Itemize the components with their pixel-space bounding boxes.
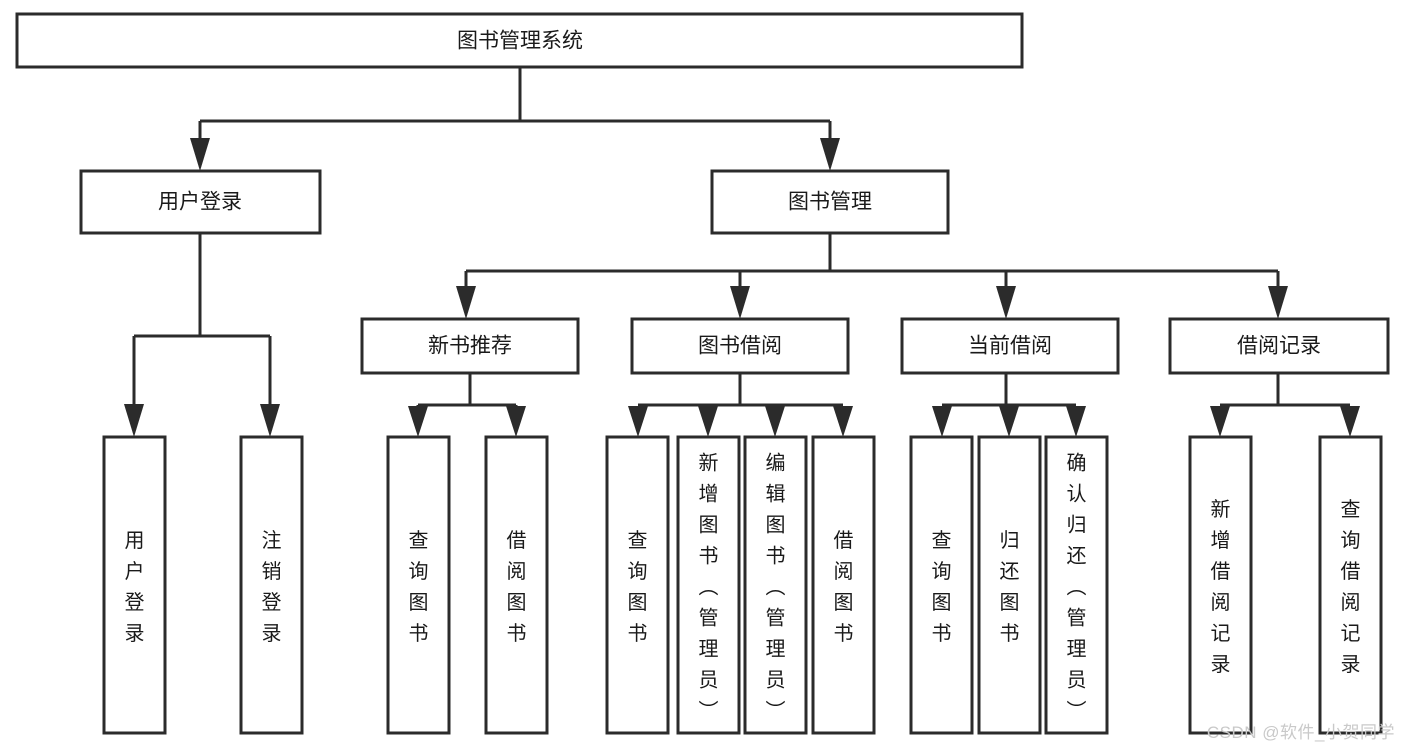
arrow-head-borrow-record bbox=[1268, 286, 1288, 319]
leaf-query-book-3-box[interactable] bbox=[909, 435, 974, 735]
node-current-borrow[interactable]: 当前借阅 bbox=[900, 317, 1120, 375]
node-new-book-rec-label: 新书推荐 bbox=[428, 335, 512, 358]
arrow-head-leaf-edit-book bbox=[765, 406, 785, 437]
leaf-borrow-book-2-box[interactable] bbox=[811, 435, 876, 735]
leaf-query-record-label: 查询借阅记录 bbox=[1341, 498, 1361, 676]
arrow-head-leaf-user-login bbox=[124, 404, 144, 437]
arrow-head-current-borrow bbox=[996, 286, 1016, 319]
arrow-head-leaf-query-book-2 bbox=[628, 406, 648, 437]
leaf-borrow-book-1-box[interactable] bbox=[484, 435, 549, 735]
arrow-head-leaf-return-book bbox=[999, 406, 1019, 437]
node-book-manage-label: 图书管理 bbox=[788, 191, 872, 214]
leaf-query-book-1-box[interactable] bbox=[386, 435, 451, 735]
node-borrow-record-label: 借阅记录 bbox=[1237, 335, 1321, 358]
leaf-user-login-box[interactable] bbox=[102, 435, 167, 735]
arrow-head-leaf-add-record bbox=[1210, 406, 1230, 437]
arrow-head-leaf-query-record bbox=[1340, 406, 1360, 437]
leaf-add-record-box[interactable] bbox=[1188, 435, 1253, 735]
node-book-borrow-label: 图书借阅 bbox=[698, 335, 782, 358]
leaf-query-book-1-label: 查询图书 bbox=[409, 529, 429, 645]
leaf-return-book-label: 归还图书 bbox=[1000, 529, 1020, 645]
leaf-user-logout-box[interactable] bbox=[239, 435, 304, 735]
leaf-query-book-2-box[interactable] bbox=[605, 435, 670, 735]
leaf-confirm-return-box[interactable] bbox=[1044, 435, 1109, 735]
leaf-return-book[interactable] bbox=[977, 435, 1042, 735]
arrow-head-leaf-user-logout bbox=[260, 404, 280, 437]
leaf-add-record-label: 新增借阅记录 bbox=[1211, 498, 1231, 676]
arrow-head-leaf-query-book-3 bbox=[932, 406, 952, 437]
node-user-login[interactable]: 用户登录 bbox=[79, 169, 322, 235]
leaf-query-book-1[interactable] bbox=[386, 435, 451, 735]
arrow-head-user-login bbox=[190, 138, 210, 171]
arrow-head-book-borrow bbox=[730, 286, 750, 319]
arrow-head-leaf-add-book bbox=[698, 406, 718, 437]
leaf-borrow-book-1-label: 借阅图书 bbox=[507, 529, 527, 645]
leaf-user-login-label: 用户登录 bbox=[125, 530, 145, 645]
node-user-login-label: 用户登录 bbox=[158, 191, 242, 214]
arrow-head-new-book-rec bbox=[456, 286, 476, 319]
leaf-add-record[interactable] bbox=[1188, 435, 1253, 735]
node-borrow-record[interactable]: 借阅记录 bbox=[1168, 317, 1390, 375]
node-current-borrow-box[interactable] bbox=[900, 317, 1120, 375]
leaf-user-logout-label: 注销登录 bbox=[262, 529, 282, 645]
arrow-head-leaf-confirm-return bbox=[1066, 406, 1086, 437]
node-borrow-record-box[interactable] bbox=[1168, 317, 1390, 375]
leaf-add-book[interactable] bbox=[676, 435, 741, 735]
connector-layer bbox=[124, 68, 1360, 437]
node-root-label: 图书管理系统 bbox=[457, 30, 583, 53]
leaf-query-book-3[interactable] bbox=[909, 435, 974, 735]
arrow-head-leaf-borrow-book-1 bbox=[506, 406, 526, 437]
node-root-box[interactable] bbox=[15, 12, 1024, 69]
leaf-confirm-return-label: 确认归还︵管理员︶ bbox=[1067, 452, 1087, 723]
node-user-login-box[interactable] bbox=[79, 169, 322, 235]
arrow-head-book-manage bbox=[820, 138, 840, 171]
leaf-edit-book[interactable] bbox=[743, 435, 808, 735]
node-new-book-rec-box[interactable] bbox=[360, 317, 580, 375]
leaf-add-book-label: 新增图书︵管理员︶ bbox=[699, 452, 719, 723]
leaf-add-book-box[interactable] bbox=[676, 435, 741, 735]
node-new-book-rec[interactable]: 新书推荐 bbox=[360, 317, 580, 375]
leaf-query-record-box[interactable] bbox=[1318, 435, 1383, 735]
leaf-label-layer: 用户登录 注销登录 查询图书 借阅图书 查询图书 新增图书︵管理员︶ 编辑图书︵管理员︶ 借阅… bbox=[125, 452, 1361, 723]
leaf-borrow-book-2[interactable] bbox=[811, 435, 876, 735]
leaf-query-book-3-label: 查询图书 bbox=[932, 529, 952, 645]
node-book-borrow-box[interactable] bbox=[630, 317, 850, 375]
leaf-edit-book-label: 编辑图书︵管理员︶ bbox=[766, 452, 786, 723]
leaf-confirm-return[interactable] bbox=[1044, 435, 1109, 735]
node-book-manage-box[interactable] bbox=[710, 169, 950, 235]
leaf-query-record[interactable] bbox=[1318, 435, 1383, 735]
leaf-edit-book-box[interactable] bbox=[743, 435, 808, 735]
node-root[interactable]: 图书管理系统 bbox=[15, 12, 1024, 69]
leaf-borrow-book-1[interactable] bbox=[484, 435, 549, 735]
arrow-head-leaf-query-book-1 bbox=[408, 406, 428, 437]
node-current-borrow-label: 当前借阅 bbox=[968, 335, 1052, 358]
node-book-borrow[interactable]: 图书借阅 bbox=[630, 317, 850, 375]
leaf-borrow-book-2-label: 借阅图书 bbox=[834, 529, 854, 645]
arrow-head-leaf-borrow-book-2 bbox=[833, 406, 853, 437]
node-book-manage[interactable]: 图书管理 bbox=[710, 169, 950, 235]
leaf-query-book-2[interactable] bbox=[605, 435, 670, 735]
leaf-user-login[interactable] bbox=[102, 435, 167, 735]
leaf-return-book-box[interactable] bbox=[977, 435, 1042, 735]
leaf-query-book-2-label: 查询图书 bbox=[628, 529, 648, 645]
leaf-user-logout[interactable] bbox=[239, 435, 304, 735]
